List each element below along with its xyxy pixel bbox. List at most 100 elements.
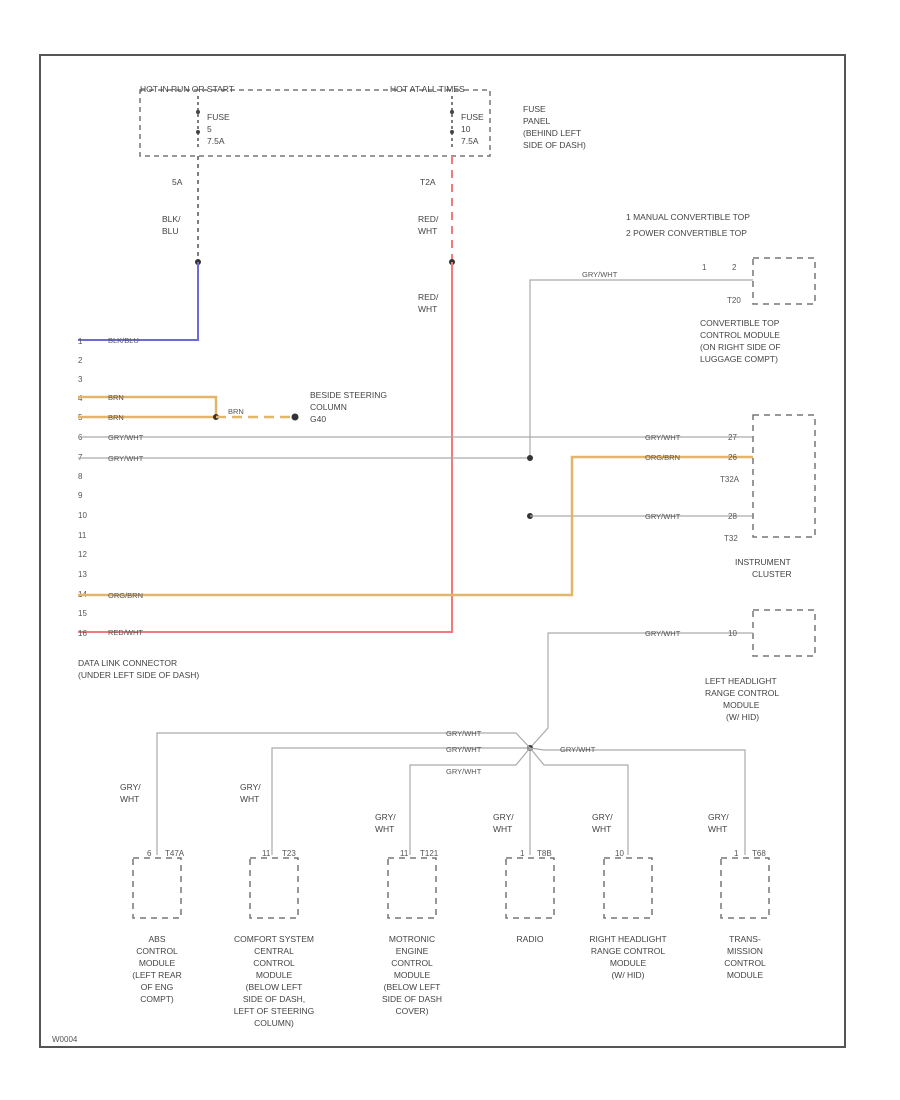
module-connector: T8B xyxy=(537,849,552,858)
fuse1-wire-color: BLU xyxy=(162,226,179,236)
fuse1-pin-label: 5A xyxy=(172,177,183,187)
dlc-pin: 10 xyxy=(78,511,87,520)
module-label: (BELOW LEFT xyxy=(384,982,441,992)
blk-blu-label: BLK/BLU xyxy=(108,336,139,345)
radio-box xyxy=(505,857,555,919)
dlc-pin: 11 xyxy=(78,531,87,540)
hot-run-start-label: HOT IN RUN OR START xyxy=(140,84,234,94)
ground-label: BESIDE STEERING xyxy=(310,390,387,400)
red-wht-label: RED/WHT xyxy=(108,628,143,637)
hot-all-times-label: HOT AT ALL TIMES xyxy=(390,84,465,94)
fuse1-wire-color: BLK/ xyxy=(162,214,181,224)
module-wire-label: WHT xyxy=(120,794,139,804)
convertible-top-module-box xyxy=(752,257,816,305)
module-label: MODULE xyxy=(727,970,764,980)
dlc-pin: 1 xyxy=(78,337,83,346)
left-headlight-label: MODULE xyxy=(723,700,760,710)
module-connector: T121 xyxy=(420,849,439,858)
diagram-code: W0004 xyxy=(52,1035,78,1044)
dlc-pin: 2 xyxy=(78,356,83,365)
brn-label: BRN xyxy=(228,407,244,416)
module-wire-label: WHT xyxy=(493,824,512,834)
fuse1-contact xyxy=(196,130,200,134)
module-label: CONTROL xyxy=(724,958,766,968)
module-label: SIDE OF DASH, xyxy=(243,994,305,1004)
red-wht-wire xyxy=(78,262,453,633)
fuse2-wire-color-lower: RED/ xyxy=(418,292,439,302)
module-pin: 1 xyxy=(520,849,525,858)
module-label: CONTROL xyxy=(391,958,433,968)
fuse1-label: FUSE xyxy=(207,112,230,122)
ground-label: G40 xyxy=(310,414,326,424)
module-connector: T68 xyxy=(752,849,766,858)
module-label: (W/ HID) xyxy=(611,970,644,980)
module-label: COMFORT SYSTEM xyxy=(234,934,314,944)
module-label: ENGINE xyxy=(396,946,429,956)
module-label: TRANS- xyxy=(729,934,761,944)
convertible-module-label: CONVERTIBLE TOP xyxy=(700,318,780,328)
gry-wht-label: GRY/WHT xyxy=(645,629,681,638)
splice-dot xyxy=(527,455,533,461)
module-wire-label: WHT xyxy=(240,794,259,804)
module-pin: 11 xyxy=(262,849,271,858)
fuse1-contact xyxy=(196,110,200,114)
brn-label: BRN xyxy=(108,413,124,422)
gry-wht-label: GRY/WHT xyxy=(560,745,596,754)
fuse-panel-label: (BEHIND LEFT xyxy=(523,128,581,138)
module-label: MODULE xyxy=(610,958,647,968)
dlc-pin: 16 xyxy=(78,629,87,638)
module-label: MODULE xyxy=(256,970,293,980)
module-pin: 6 xyxy=(147,849,152,858)
cluster-connector: T32 xyxy=(724,534,738,543)
module-wire-label: GRY/ xyxy=(708,812,729,822)
cluster-connector: T32A xyxy=(720,475,740,484)
gry-wht-wire xyxy=(529,632,753,749)
cluster-label: INSTRUMENT xyxy=(735,557,791,567)
module-label: SIDE OF DASH xyxy=(382,994,442,1004)
legend-item: 1 MANUAL CONVERTIBLE TOP xyxy=(626,212,750,222)
module-label: ABS xyxy=(148,934,165,944)
dlc-pin: 4 xyxy=(78,394,83,403)
module-label: MODULE xyxy=(394,970,431,980)
module-label: OF ENG xyxy=(141,982,174,992)
module-label: COMPT) xyxy=(140,994,174,1004)
fuse1-number: 5 xyxy=(207,124,212,134)
module-label: (BELOW LEFT xyxy=(246,982,303,992)
left-headlight-pin: 10 xyxy=(728,629,737,638)
module-pin: 11 xyxy=(400,849,409,858)
ground-point-icon xyxy=(291,413,299,421)
fuse-panel-box xyxy=(139,89,491,157)
fuse-panel-label: PANEL xyxy=(523,116,551,126)
gry-wht-label: GRY/WHT xyxy=(446,767,482,776)
gry-wht-wire xyxy=(409,747,531,855)
module-wire-label: GRY/ xyxy=(120,782,141,792)
instrument-cluster-box xyxy=(752,414,816,538)
dlc-pin: 8 xyxy=(78,472,83,481)
gry-wht-label: GRY/WHT xyxy=(645,433,681,442)
dlc-label: DATA LINK CONNECTOR xyxy=(78,658,177,668)
gry-wht-label: GRY/WHT xyxy=(645,512,681,521)
module-label: RADIO xyxy=(517,934,544,944)
fuse2-label: FUSE xyxy=(461,112,484,122)
blk-blu-wire xyxy=(78,262,199,341)
module-label: RIGHT HEADLIGHT xyxy=(589,934,666,944)
gry-wht-wire xyxy=(529,747,629,855)
ground-label: COLUMN xyxy=(310,402,347,412)
gry-wht-label: GRY/WHT xyxy=(108,454,144,463)
module-label: CONTROL xyxy=(253,958,295,968)
left-headlight-module-box xyxy=(752,609,816,657)
org-brn-label: ORG/BRN xyxy=(645,453,680,462)
left-headlight-label: (W/ HID) xyxy=(726,712,759,722)
transmission-module-box xyxy=(720,857,770,919)
gry-wht-wire-convertible xyxy=(529,279,753,458)
brn-label: BRN xyxy=(108,393,124,402)
module-connector: T23 xyxy=(282,849,296,858)
fuse2-contact xyxy=(450,110,454,114)
org-brn-label: ORG/BRN xyxy=(108,591,143,600)
module-wire-label: GRY/ xyxy=(375,812,396,822)
module-label: COLUMN) xyxy=(254,1018,294,1028)
dlc-pin: 13 xyxy=(78,570,87,579)
dlc-pin-list: 1 2 3 4 5 6 7 8 9 10 11 12 13 14 15 16 xyxy=(78,337,87,638)
